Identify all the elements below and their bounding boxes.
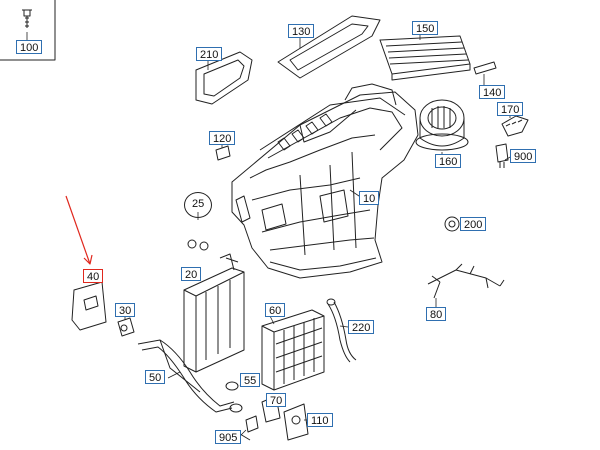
callout-25[interactable]: 25 — [192, 198, 205, 210]
actuator-110 — [283, 403, 309, 441]
highlight-arrow — [65, 195, 93, 265]
callout-150[interactable]: 150 — [412, 21, 439, 35]
drain-hose-220 — [326, 298, 357, 363]
callout-140[interactable]: 140 — [479, 85, 506, 99]
callout-220[interactable]: 220 — [348, 320, 375, 334]
callout-100[interactable]: 100 — [16, 40, 43, 54]
coolant-pipes-50 — [137, 339, 235, 413]
callout-40-highlighted[interactable]: 40 — [83, 269, 104, 283]
part-40-highlighted — [71, 281, 107, 331]
seal-frame-210 — [195, 51, 253, 105]
blower-motor-160 — [415, 99, 469, 151]
callout-70[interactable]: 70 — [266, 393, 287, 407]
callout-55[interactable]: 55 — [240, 373, 261, 387]
callout-170[interactable]: 170 — [497, 102, 524, 116]
wiring-harness-80 — [427, 263, 505, 299]
callout-20[interactable]: 20 — [181, 267, 202, 281]
evaporator-20 — [183, 253, 245, 373]
callout-900[interactable]: 900 — [510, 149, 537, 163]
grommet-200 — [444, 216, 460, 232]
gasket-130 — [277, 15, 381, 79]
sensor-30 — [117, 317, 135, 337]
blower-regulator-170 — [501, 115, 529, 137]
callout-110[interactable]: 110 — [307, 413, 333, 427]
callout-210[interactable]: 210 — [196, 47, 223, 61]
leader-lines — [26, 32, 513, 437]
callout-905[interactable]: 905 — [215, 430, 242, 444]
callout-60[interactable]: 60 — [265, 303, 286, 317]
callout-30[interactable]: 30 — [115, 303, 136, 317]
callout-120[interactable]: 120 — [209, 131, 236, 145]
hvac-housing — [231, 83, 419, 279]
callout-80[interactable]: 80 — [426, 307, 447, 321]
callout-10[interactable]: 10 — [359, 191, 380, 205]
callout-200[interactable]: 200 — [460, 217, 487, 231]
callout-50[interactable]: 50 — [145, 370, 166, 384]
cabin-filter-150 — [379, 35, 471, 81]
bolt-100-frame — [0, 0, 56, 61]
seal-strip-140 — [473, 61, 497, 75]
callout-130[interactable]: 130 — [288, 24, 315, 38]
o-rings-25 — [187, 239, 209, 251]
seal-rings-55 — [225, 381, 243, 413]
callout-ring-25 — [184, 192, 212, 218]
clip-120 — [215, 145, 231, 161]
heater-core-60 — [261, 309, 325, 391]
connector-905 — [239, 415, 259, 441]
callout-160[interactable]: 160 — [435, 154, 462, 168]
connector-900 — [495, 143, 509, 168]
